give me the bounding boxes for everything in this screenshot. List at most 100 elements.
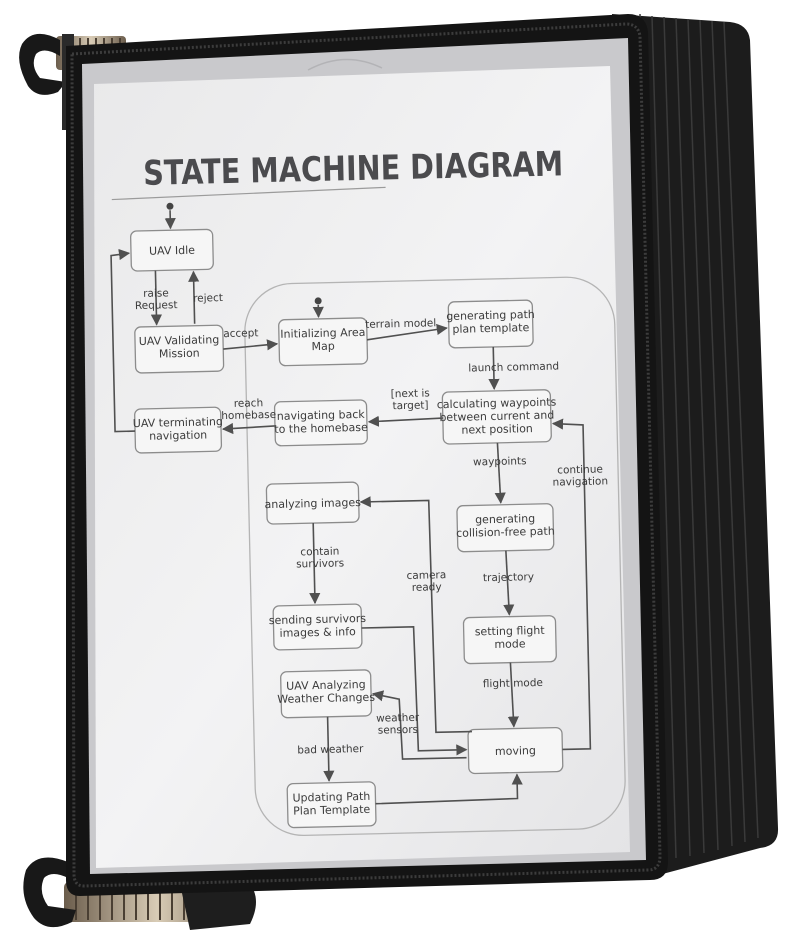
state-calculating-waypoints: calculating waypointsbetween current and… — [437, 389, 558, 445]
label-reject: reject — [193, 292, 223, 305]
label-line: generating path — [446, 308, 535, 323]
label-line: UAV Analyzing — [286, 678, 366, 693]
label-line: UAV terminating — [133, 415, 223, 430]
label-line: ready — [412, 581, 442, 594]
state-generating-collision-free: generatingcollision-free path — [456, 503, 555, 553]
state-moving-label: moving — [495, 744, 536, 758]
label-line: trajectory — [483, 571, 534, 584]
label-contain-survivors: containsurvivors — [296, 545, 345, 570]
composite-state-boundary — [244, 276, 626, 837]
initial-state-top — [166, 202, 174, 210]
state-setting-flight-mode-label: setting flightmode — [475, 624, 546, 652]
state-moving: moving — [467, 726, 564, 775]
label-line: analyzing images — [264, 496, 361, 511]
label-line: Plan Template — [293, 803, 371, 818]
label-line: UAV Idle — [149, 244, 195, 258]
state-sending-survivors: sending survivorsimages & info — [269, 603, 367, 651]
state-analyzing-weather: UAV AnalyzingWeather Changes — [277, 669, 375, 719]
state-updating-template-label: Updating PathPlan Template — [292, 790, 370, 818]
state-generating-template: generating pathplan template — [446, 299, 535, 349]
label-continue-navigation: continuenavigation — [552, 463, 608, 488]
label-line: next position — [461, 422, 533, 437]
label-flight-mode: flight mode — [483, 677, 543, 690]
label-next-is-target: [next istarget] — [391, 387, 431, 412]
label-line: homebase — [221, 409, 276, 422]
label-line: generating — [475, 512, 535, 526]
state-sending-survivors-label: sending survivorsimages & info — [269, 612, 367, 640]
label-launch-command: launch command — [468, 360, 559, 374]
label-terrain-model: terrain model — [365, 317, 436, 331]
sleeve-notch — [307, 58, 383, 71]
state-machine-diagram: STATE MACHINE DIAGRAM UAV Idle UAV Valid… — [110, 144, 626, 837]
label-line: Mission — [159, 347, 200, 361]
state-calculating-waypoints-label: calculating waypointsbetween current and… — [437, 396, 558, 438]
label-line: continue — [557, 463, 603, 476]
label-line: UAV Validating — [139, 333, 220, 348]
label-line: calculating waypoints — [437, 396, 557, 412]
label-line: images & info — [279, 625, 356, 640]
label-line: setting flight — [475, 624, 546, 639]
label-line: mode — [494, 637, 526, 651]
label-line: camera — [406, 569, 446, 582]
label-line: Initializing Area — [280, 326, 365, 341]
label-waypoints: waypoints — [473, 455, 527, 468]
label-line: survivors — [296, 557, 344, 570]
state-uav-terminating: UAV terminatingnavigation — [133, 406, 224, 454]
label-line: weather — [376, 712, 420, 725]
state-navigating-back: navigating backto the homebase — [273, 399, 368, 447]
label-line: reach — [234, 397, 264, 410]
label-line: navigation — [149, 428, 207, 442]
state-analyzing-weather-label: UAV AnalyzingWeather Changes — [277, 678, 375, 706]
label-line: [next is — [391, 387, 430, 400]
initial-state-inner — [314, 297, 322, 305]
label-weather-sensors: weathersensors — [376, 712, 420, 737]
label-raise-request: raiseRequest — [134, 287, 177, 312]
label-line: to the homebase — [274, 421, 368, 436]
state-generating-template-label: generating pathplan template — [446, 308, 535, 336]
label-camera-ready: cameraready — [406, 569, 446, 594]
label-bad-weather: bad weather — [297, 743, 364, 757]
state-uav-validating: UAV ValidatingMission — [134, 324, 225, 374]
label-line: Updating Path — [292, 790, 370, 805]
state-updating-template: Updating PathPlan Template — [286, 781, 377, 829]
label-line: launch command — [468, 360, 559, 374]
label-line: Request — [135, 299, 178, 312]
label-line: contain — [300, 545, 339, 558]
label-line: between current and — [439, 409, 554, 425]
title-underline — [111, 186, 386, 201]
label-line: navigating back — [277, 408, 366, 423]
label-line: waypoints — [473, 455, 527, 468]
label-line: moving — [495, 744, 536, 758]
label-line: plan template — [452, 321, 529, 336]
diagram-title: STATE MACHINE DIAGRAM — [143, 144, 564, 194]
state-uav-idle: UAV Idle — [130, 228, 214, 272]
state-uav-validating-label: UAV ValidatingMission — [139, 333, 220, 361]
label-line: raise — [143, 287, 169, 300]
state-analyzing-images-label: analyzing images — [264, 496, 361, 511]
state-setting-flight-mode: setting flightmode — [462, 615, 557, 665]
label-trajectory: trajectory — [483, 571, 534, 584]
label-line: flight mode — [483, 677, 543, 690]
label-line: collision-free path — [456, 525, 555, 540]
label-line: sending survivors — [269, 612, 367, 627]
state-initializing-map-label: Initializing AreaMap — [280, 326, 366, 354]
label-accept: accept — [223, 327, 258, 340]
paper-sheet — [94, 66, 630, 868]
state-analyzing-images: analyzing images — [264, 481, 361, 525]
state-navigating-back-label: navigating backto the homebase — [274, 408, 368, 436]
label-reach-homebase: reachhomebase — [221, 397, 276, 422]
label-line: terrain model — [365, 317, 436, 331]
transition-arrows — [110, 248, 592, 805]
label-line: bad weather — [297, 743, 364, 757]
label-line: navigation — [552, 475, 608, 488]
state-uav-idle-label: UAV Idle — [149, 244, 195, 258]
label-line: Map — [311, 340, 335, 354]
label-line: Weather Changes — [277, 691, 375, 706]
state-initializing-map: Initializing AreaMap — [278, 317, 369, 367]
label-line: sensors — [378, 724, 419, 737]
label-line: accept — [223, 327, 258, 340]
label-line: target] — [392, 399, 428, 412]
state-generating-collision-free-label: generatingcollision-free path — [456, 512, 555, 540]
state-uav-terminating-label: UAV terminatingnavigation — [133, 415, 224, 443]
